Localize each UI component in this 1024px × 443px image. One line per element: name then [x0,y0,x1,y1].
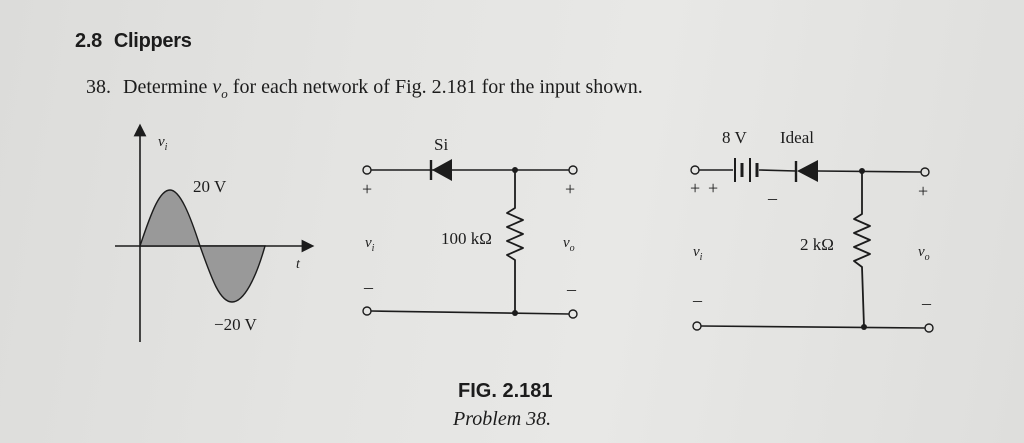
problem-number: 38. [86,76,111,98]
section-heading: 2.8 Clippers [75,30,192,53]
peak-negative-label: −20 V [214,315,258,334]
ideal-diode-symbol [794,160,818,182]
battery-symbol [734,158,759,182]
circuit-a: Si 100 kΩ + – vi + – vo [362,135,578,319]
problem-text-before: Determine [123,76,213,98]
output-terminal-top [920,167,930,177]
section-number: 2.8 [75,30,102,52]
battery-minus: – [767,188,778,208]
resistor-a-symbol [506,170,524,313]
negative-half-cycle [199,245,266,303]
input-b-plus: + [690,178,700,198]
input-b-minus: – [692,290,703,310]
peak-positive-label: 20 V [193,177,227,196]
output-a-label: vo [563,235,575,254]
output-b-plus: + [918,181,928,201]
resistor-b-label: 2 kΩ [800,235,834,254]
positive-half-cycle [139,189,201,247]
battery-label: 8 V [722,128,747,147]
input-a-minus: – [363,277,374,297]
top-wire [817,170,922,173]
output-b-label: vo [918,244,930,263]
input-a-label: vi [365,235,375,254]
resistor-a-label: 100 kΩ [441,229,492,248]
output-variable: vo [212,76,228,101]
output-b-minus: – [921,293,932,313]
diode-b-label: Ideal [780,128,814,147]
resistor-b-symbol [853,171,871,328]
diode-a-label: Si [434,135,448,154]
si-diode-symbol [429,159,452,181]
series-wire [758,169,797,172]
bottom-wire [700,325,926,329]
section-title: Clippers [113,30,192,52]
figure-subcaption: Problem 38. [453,408,552,430]
problem-statement: 38. Determine vo for each network of Fig.… [86,76,643,102]
output-terminal-bottom [568,309,578,319]
output-a-plus: + [565,179,575,199]
input-waveform: vi t 20 V −20 V [115,123,315,342]
waveform-x-label: t [296,257,301,272]
input-terminal-bottom [692,321,702,331]
input-terminal-top [690,165,700,175]
output-a-minus: – [566,279,577,299]
figure-caption: FIG. 2.181 [458,380,553,402]
output-terminal-top [568,165,578,175]
battery-plus: + [708,178,718,198]
input-b-label: vi [693,244,703,263]
bottom-wire [370,310,570,315]
input-terminal-bottom [362,306,372,316]
problem-text-after: for each network of Fig. 2.181 for the i… [227,76,643,98]
output-terminal-bottom [924,323,934,333]
circuit-b: 8 V Ideal 2 kΩ + + – – vi + – vo [690,128,934,333]
waveform-y-label: vi [158,134,168,153]
input-terminal-top [362,165,372,175]
input-a-plus: + [362,179,372,199]
